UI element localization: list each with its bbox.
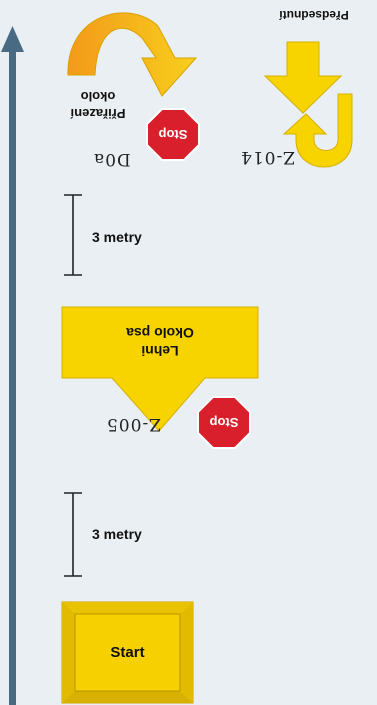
stop-label-upper: Stop bbox=[158, 127, 188, 143]
code-z005: Z-005 bbox=[106, 414, 162, 434]
code-z014: Z-014 bbox=[240, 147, 296, 167]
okolo-label: okolo bbox=[80, 89, 116, 104]
okolo-psa-label: Okolo psa bbox=[126, 325, 194, 341]
predsednuti-down-arrow bbox=[263, 41, 343, 114]
progress-axis-arrow bbox=[1, 26, 24, 705]
uturn-arrow bbox=[282, 93, 353, 168]
distance-bracket-upper bbox=[64, 194, 82, 276]
stop-sign-upper bbox=[146, 108, 200, 161]
prirazeni-label-group: Přiřazení okolo bbox=[48, 84, 148, 126]
lehni-station-arrow bbox=[61, 306, 259, 432]
prirazeni-curved-arrow bbox=[67, 12, 198, 97]
distance-label-upper: 3 metry bbox=[92, 229, 142, 245]
lehni-label-group: Lehni Okolo psa bbox=[62, 314, 258, 370]
start-station-sign bbox=[61, 601, 194, 704]
distance-bracket-lower bbox=[64, 492, 82, 577]
stop-sign-lower bbox=[197, 396, 251, 449]
distance-label-lower: 3 metry bbox=[92, 526, 142, 542]
stop-label-lower: Stop bbox=[209, 415, 239, 431]
predsednuti-label: Předsednutí bbox=[279, 8, 349, 22]
code-d0a: D0a bbox=[93, 149, 131, 169]
prirazeni-label: Přiřazení bbox=[70, 106, 126, 121]
lehni-label: Lehni bbox=[141, 343, 179, 359]
start-label: Start bbox=[110, 644, 145, 661]
